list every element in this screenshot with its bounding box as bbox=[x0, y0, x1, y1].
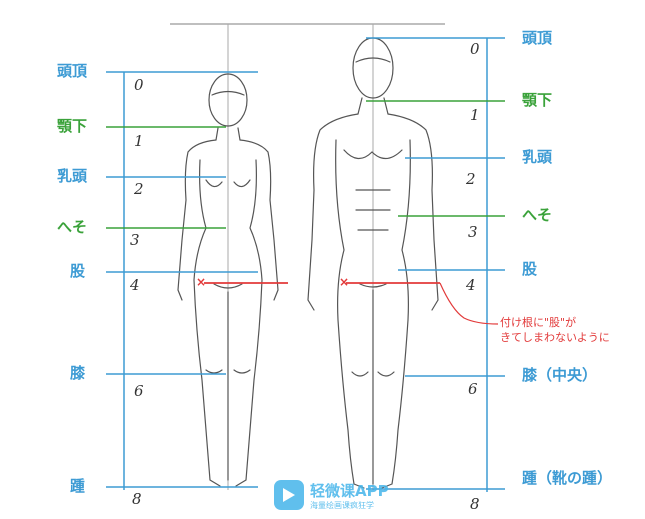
left-label-chin: 顎下 bbox=[57, 117, 88, 135]
left-label-crotch: 股 bbox=[70, 262, 86, 280]
female-head bbox=[208, 73, 248, 127]
app-logo-icon bbox=[274, 480, 304, 510]
left-scale-number: 6 bbox=[134, 382, 144, 400]
male-left-arm bbox=[307, 113, 359, 311]
right-label-crown: 頭頂 bbox=[522, 29, 553, 47]
right-label-knee: 膝（中央） bbox=[522, 366, 598, 384]
left-label-crown: 頭頂 bbox=[57, 62, 88, 80]
female-left-arm bbox=[177, 139, 217, 301]
female-figure bbox=[177, 73, 279, 487]
right-label-crotch: 股 bbox=[522, 260, 538, 278]
left-scale-number: 3 bbox=[130, 231, 140, 249]
right-scale-number: 8 bbox=[470, 495, 480, 513]
watermark-title: 轻微课APP bbox=[310, 482, 389, 500]
male-right-arm bbox=[387, 113, 439, 311]
right-label-heel: 踵（靴の踵） bbox=[522, 469, 613, 487]
right-scale-number: 1 bbox=[470, 106, 480, 124]
female-left-leg bbox=[193, 159, 221, 487]
left-scale-number: 2 bbox=[134, 180, 144, 198]
left-label-knee: 膝 bbox=[70, 364, 86, 382]
watermark: 轻微课APP 海量绘画课疯狂学 bbox=[274, 478, 404, 518]
left-scale-number: 4 bbox=[130, 276, 140, 294]
female-markers bbox=[106, 71, 258, 488]
left-label-heel: 踵 bbox=[70, 477, 86, 495]
left-label-nipple: 乳頭 bbox=[57, 167, 88, 185]
right-scale-number: 0 bbox=[470, 40, 480, 58]
female-cross-marker: × bbox=[196, 275, 207, 289]
left-scale-number: 1 bbox=[134, 132, 144, 150]
right-label-navel: へそ bbox=[522, 206, 553, 224]
right-scale-number: 2 bbox=[466, 170, 476, 188]
female-right-leg bbox=[235, 159, 263, 487]
left-scale-number: 8 bbox=[132, 490, 142, 508]
right-label-nipple: 乳頭 bbox=[522, 148, 553, 166]
leg-root-note: 付け根に"股"が きてしまわないように bbox=[500, 316, 610, 344]
left-label-navel: へそ bbox=[57, 218, 88, 236]
note-leader-line bbox=[439, 282, 499, 325]
right-scale-number: 3 bbox=[468, 223, 478, 241]
right-scale-number: 6 bbox=[468, 380, 478, 398]
male-left-leg bbox=[335, 139, 365, 489]
male-markers bbox=[366, 37, 505, 490]
right-scale-number: 4 bbox=[466, 276, 476, 294]
male-right-leg bbox=[381, 139, 411, 489]
left-scale-number: 0 bbox=[134, 76, 144, 94]
male-cross-marker: × bbox=[339, 275, 350, 289]
female-right-arm bbox=[239, 139, 279, 301]
watermark-subtitle: 海量绘画课疯狂学 bbox=[310, 501, 374, 510]
right-label-chin: 顎下 bbox=[522, 91, 553, 109]
